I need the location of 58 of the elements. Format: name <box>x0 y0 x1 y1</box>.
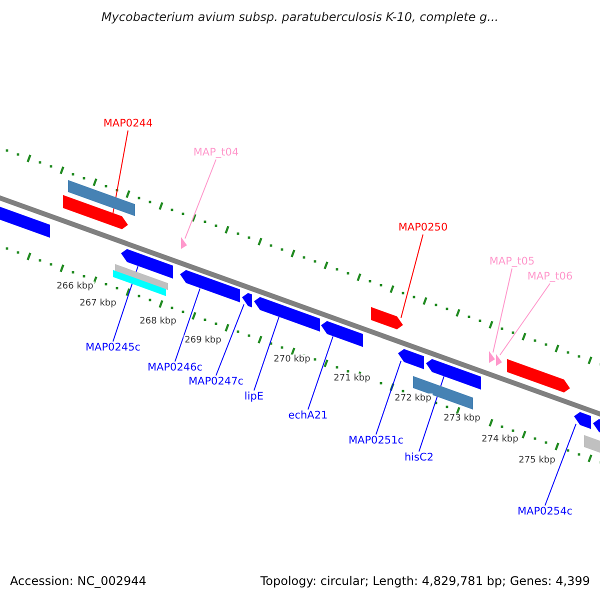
leader-line <box>376 360 402 435</box>
feature-bar <box>584 435 600 454</box>
title: Mycobacterium avium subsp. paratuberculosis K-10, complete g... <box>100 10 500 24</box>
gene-block <box>398 348 424 370</box>
leader-line <box>544 423 576 506</box>
gene-label: hisC2 <box>404 452 434 464</box>
scale-label: 271 kbp <box>332 374 372 384</box>
gene-block <box>593 419 600 433</box>
feature-bar <box>413 376 473 410</box>
scale-label: 269 kbp <box>184 336 222 346</box>
feature-bar <box>68 180 135 217</box>
leader-line <box>400 234 424 318</box>
feature-bar <box>115 264 168 290</box>
gene-block <box>321 321 363 348</box>
gene-block <box>63 195 128 230</box>
gene-label: MAP_t04 <box>193 146 239 160</box>
gene-block <box>242 292 252 308</box>
gene-label: MAP0254c <box>517 506 573 518</box>
leader-line <box>254 316 280 391</box>
gene-block <box>371 307 403 330</box>
scale-label: 275 kbp <box>518 456 556 466</box>
scale-label: 266 kbp <box>56 282 94 292</box>
scale-label: 267 kbp <box>78 298 118 310</box>
gene-block <box>180 270 240 303</box>
leader-line <box>492 268 512 353</box>
gene-label: lipE <box>244 390 264 404</box>
leader-line <box>216 304 244 376</box>
trna-marker <box>489 351 495 364</box>
scale-label: 274 kbp <box>480 434 520 446</box>
gene-label: echA21 <box>288 410 328 422</box>
gene-label: MAP0244 <box>103 118 153 130</box>
leader-line <box>308 336 334 410</box>
gene-block <box>121 249 173 279</box>
trna-marker <box>496 354 502 366</box>
gene-block <box>507 359 570 393</box>
feature-bar <box>113 270 166 296</box>
accession-text: Accession: NC_002944 <box>10 574 146 588</box>
gene-block <box>426 359 481 390</box>
gene-label: MAP0251c <box>348 434 404 448</box>
scale-label: 273 kbp <box>442 414 482 424</box>
gene-label: MAP0245c <box>85 342 141 354</box>
gene-label: MAP_t05 <box>489 256 535 268</box>
gene-block <box>254 297 320 332</box>
scale-label: 268 kbp <box>138 316 178 328</box>
leader-line <box>112 130 128 214</box>
leader-line <box>500 283 550 356</box>
gene-label: MAP0247c <box>188 376 244 388</box>
gene-label: MAP0250 <box>398 222 448 234</box>
gene-label: MAP0246c <box>147 362 203 374</box>
scale-label: 270 kbp <box>272 354 312 366</box>
leader-line <box>184 159 216 240</box>
scale-label: 272 kbp <box>394 394 432 404</box>
gene-label: MAP_t06 <box>527 270 573 284</box>
feature-bar <box>0 204 50 238</box>
trna-marker <box>181 237 187 250</box>
leader-line <box>174 288 200 362</box>
genome-info-text: Topology: circular; Length: 4,829,781 bp; Genes: 4,399 <box>260 574 590 588</box>
gene-block <box>574 412 591 430</box>
